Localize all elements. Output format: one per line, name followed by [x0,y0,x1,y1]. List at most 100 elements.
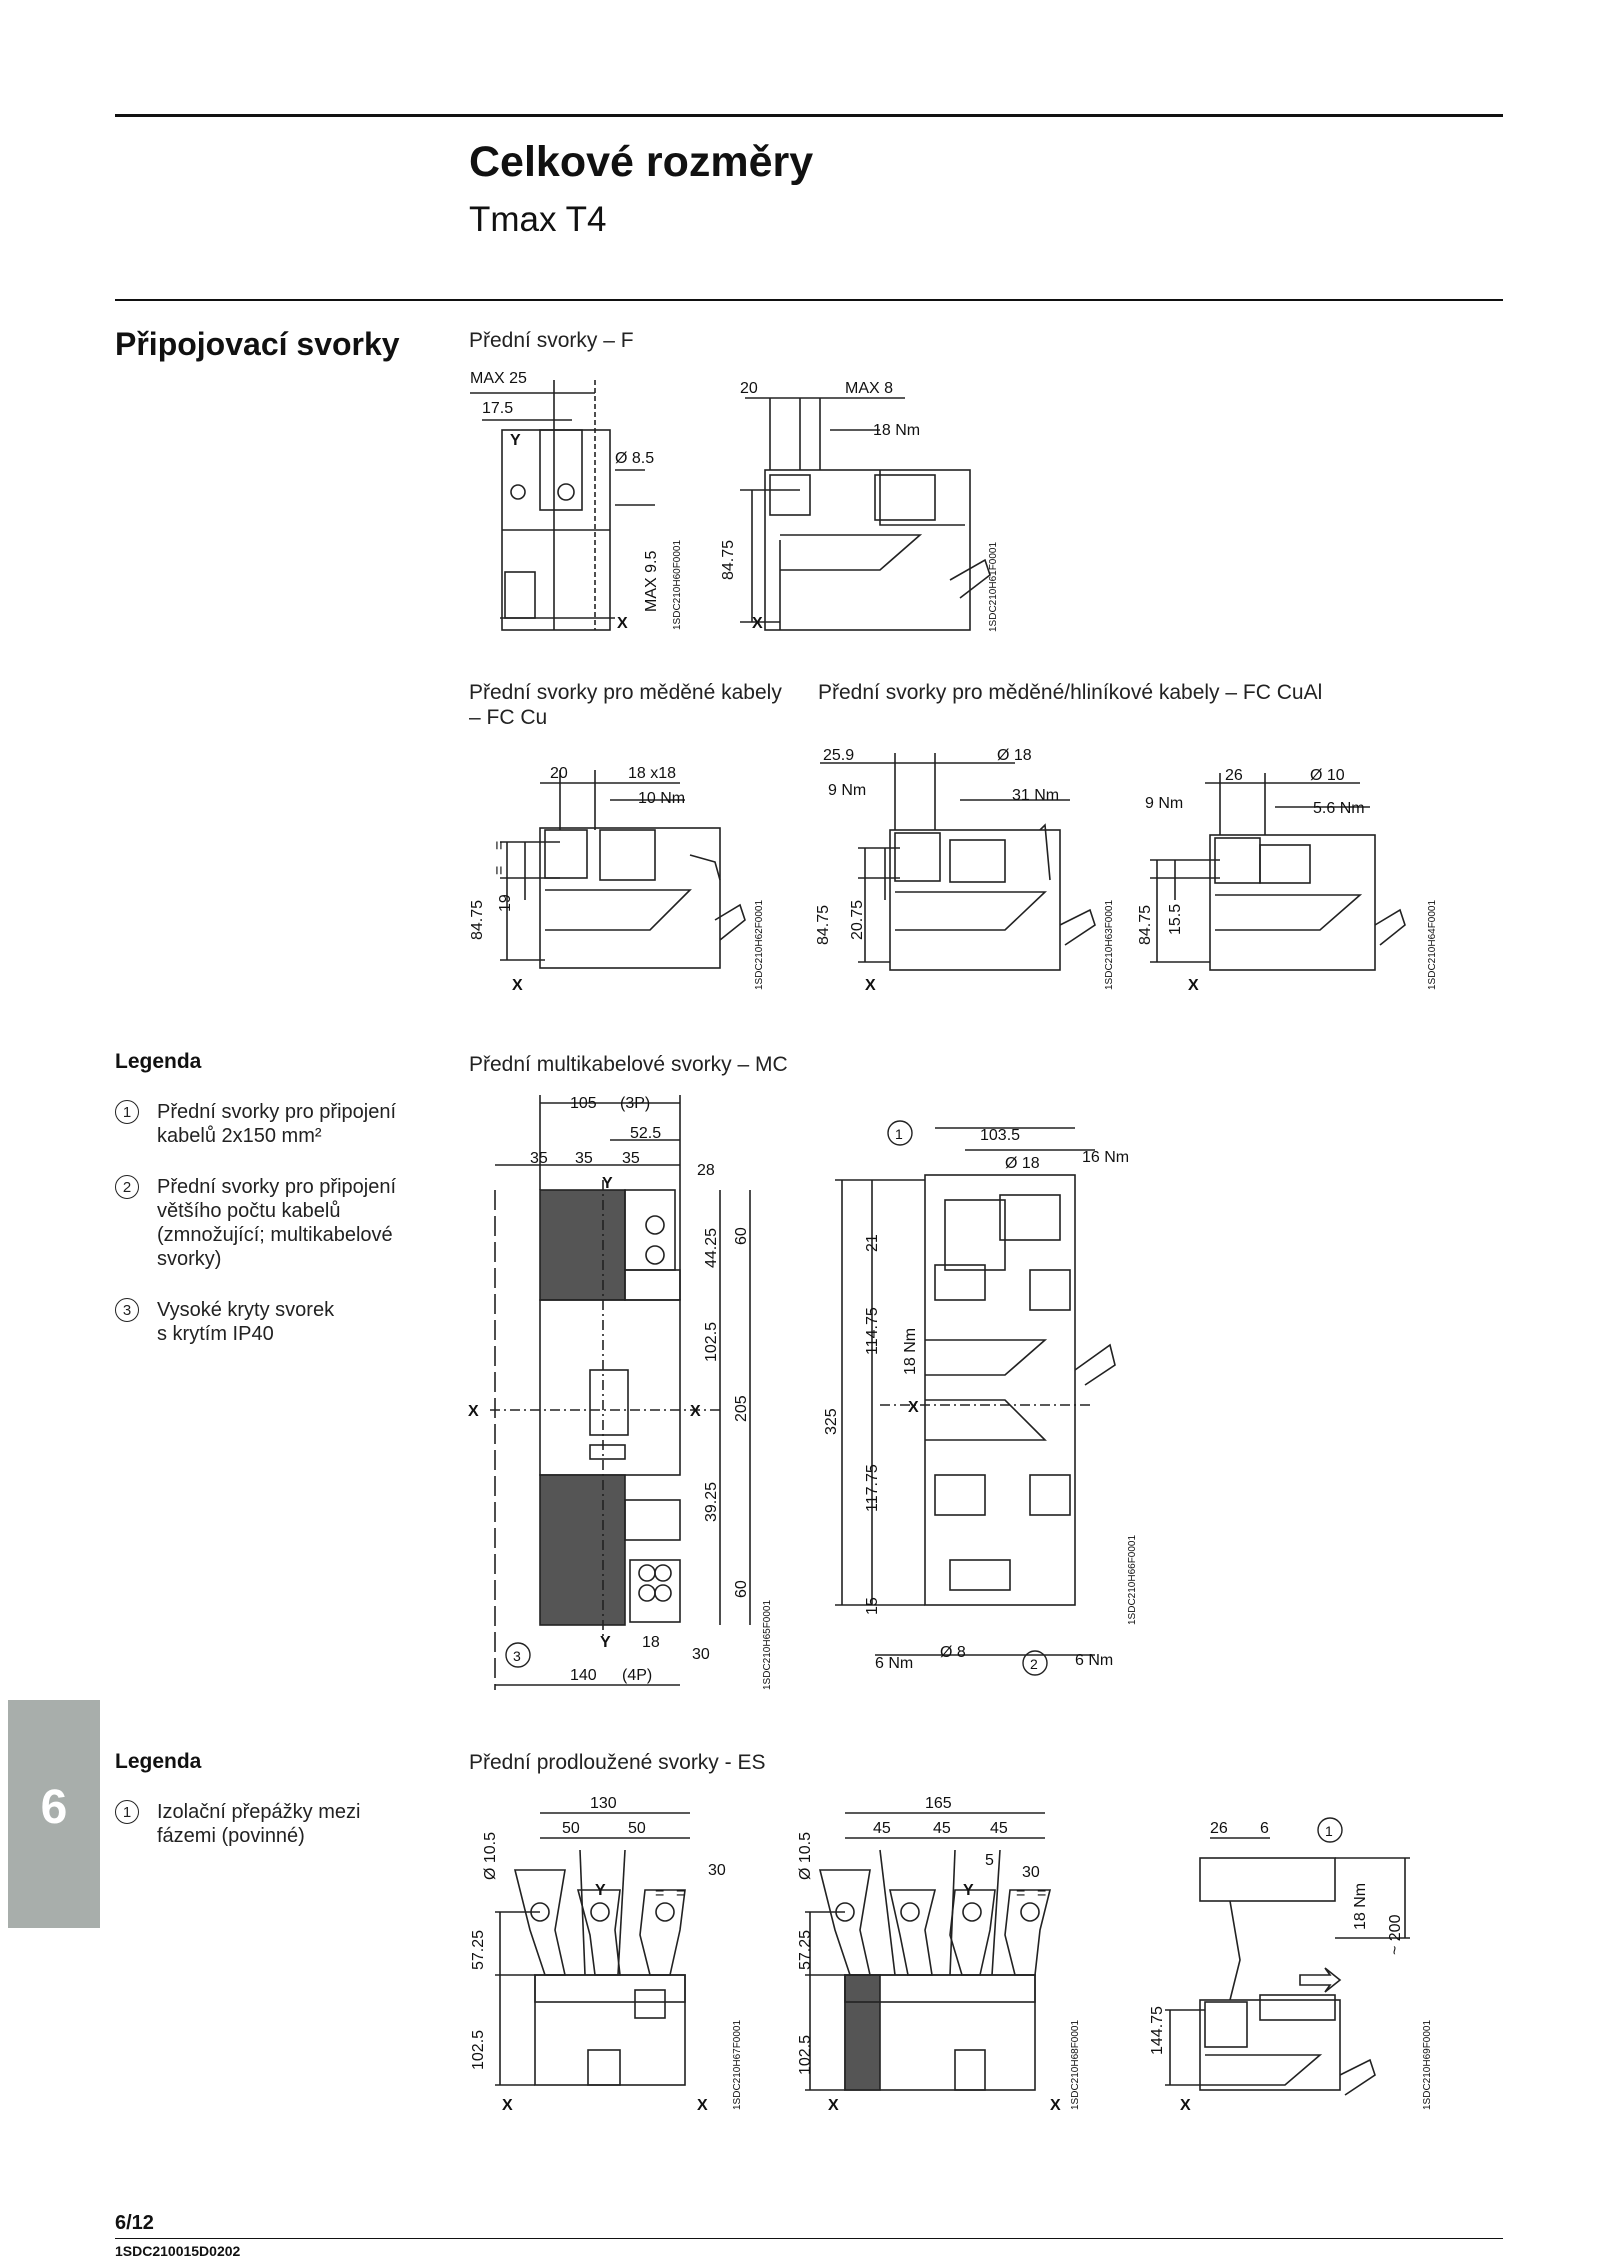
dim-label: Ø 8 [940,1644,966,1661]
dim-label: = [491,866,508,875]
dim-label: 30 [1022,1864,1040,1881]
dim-label: X [512,977,523,994]
dim-label: X [828,2097,839,2114]
dim-label: Ø 18 [1005,1155,1040,1172]
dim-label: Y [602,1175,613,1192]
dim-label: 102.5 [797,2035,814,2075]
dim-label: 44.25 [703,1228,720,1268]
dim-label: 18 Nm [1352,1883,1369,1930]
drawing-es-2 [805,1812,1052,2091]
dim-label: 130 [590,1795,617,1812]
dim-label: Ø 10 [1310,767,1345,784]
dim-label: 52.5 [630,1125,661,1142]
dim-label: 6 Nm [875,1655,913,1672]
dim-label: Y [963,1882,974,1899]
caption-fc-cual: Přední svorky pro měděné/hliníkové kabel… [818,681,1323,704]
dim-label: 60 [733,1580,750,1598]
dim-label: Y [595,1882,606,1899]
dim-label: (4P) [622,1667,652,1684]
drawing-mc-side [835,1127,1116,1656]
drawing-code: 1SDC210H63F0001 [1104,900,1115,990]
drawing-mc-front [490,1095,751,1690]
drawing-code: 1SDC210H69F0001 [1422,2020,1433,2110]
drawing-code: 1SDC210H61F0001 [988,542,999,632]
dim-label: 35 [530,1150,548,1167]
dim-label: 144.75 [1149,2006,1166,2055]
dim-label: 102.5 [470,2030,487,2070]
drawing-fccual-1 [820,753,1096,971]
legend-text: Vysoké kryty svorek s krytím IP40 [157,1299,335,1345]
dim-label: 84.75 [720,540,737,580]
dim-label: X [690,1403,701,1420]
legend-number: 2 [115,1175,139,1199]
dim-label: 165 [925,1795,952,1812]
dim-label: 325 [823,1408,840,1435]
dim-label: = [655,1885,664,1902]
legend-text: Přední svorky pro připojení většího počt… [157,1176,397,1270]
dim-label: 18 Nm [902,1328,919,1375]
legend-title: Legenda [115,1050,202,1073]
dim-label: 19 [497,894,514,912]
callout-number: 1 [895,1126,903,1142]
dim-label: 114.75 [864,1307,881,1355]
page-number: 6/12 [115,2212,154,2234]
dim-label: 5 [985,1852,994,1869]
dim-label: 15 [864,1597,881,1615]
drawing-fccual-2 [1150,773,1406,971]
dim-label: X [908,1399,919,1416]
dim-label: 6 Nm [1075,1652,1113,1669]
drawing-code: 1SDC210H60F0001 [672,540,683,630]
dim-label: 30 [692,1646,710,1663]
dim-label: 9 Nm [828,782,866,799]
dim-label: 16 Nm [1082,1149,1129,1166]
dim-label: 102.5 [703,1322,720,1362]
dim-label: 50 [562,1820,580,1837]
dim-label: (3P) [620,1095,650,1112]
dim-label: ~ 200 [1387,1914,1404,1955]
drawing-es-3 [1165,1837,1410,2096]
dim-label: 140 [570,1667,597,1684]
dim-label: 26 [1225,767,1243,784]
dim-label: X [468,1403,479,1420]
dim-label: 26 [1210,1820,1228,1837]
dim-label: 60 [733,1227,750,1245]
dim-label: 5.6 Nm [1313,800,1365,817]
dim-label: 25.9 [823,747,854,764]
dim-label: 57.25 [797,1930,814,1970]
dim-label: 117.75 [864,1464,881,1512]
dim-label: Y [510,432,521,449]
callout-number: 1 [1325,1823,1333,1839]
drawing-code: 1SDC210H68F0001 [1070,2020,1081,2110]
drawing-code: 1SDC210H64F0001 [1427,900,1438,990]
dim-label: 18 Nm [873,422,920,439]
caption-es: Přední prodloužené svorky - ES [469,1751,766,1774]
chapter-tab: 6 [8,1700,100,1928]
legend-number: 3 [115,1298,139,1322]
dim-label: 31 Nm [1012,787,1059,804]
drawing-f-front [470,380,655,631]
dim-label: Ø 18 [997,747,1032,764]
drawing-es-1 [495,1812,690,2086]
dim-label: 103.5 [980,1127,1020,1144]
dim-label: = [1037,1885,1046,1902]
section-title: Připojovací svorky [115,326,400,362]
caption-fc-cu: Přední svorky pro měděné kabely – FC Cu [469,681,782,729]
dim-label: 15.5 [1167,904,1184,935]
dim-label: 50 [628,1820,646,1837]
dim-label: X [697,2097,708,2114]
dim-label: 6 [1260,1820,1269,1837]
dim-label: X [1050,2097,1061,2114]
legend-title: Legenda [115,1750,202,1773]
dim-label: 105 [570,1095,597,1112]
dim-label: 18 [642,1634,660,1651]
dim-label: 17.5 [482,400,513,417]
footer-rule [115,2238,1503,2239]
dim-label: 10 Nm [638,790,685,807]
legend-1: Legenda 1 Přední svorky pro připojení ka… [115,1050,435,1350]
dim-label: Ø 10.5 [797,1832,814,1880]
callout-number: 3 [513,1648,521,1664]
legend-number: 1 [115,1800,139,1824]
caption-mc: Přední multikabelové svorky – MC [469,1053,788,1076]
dim-label: 57.25 [470,1930,487,1970]
drawing-code: 1SDC210H65F0001 [762,1600,773,1690]
